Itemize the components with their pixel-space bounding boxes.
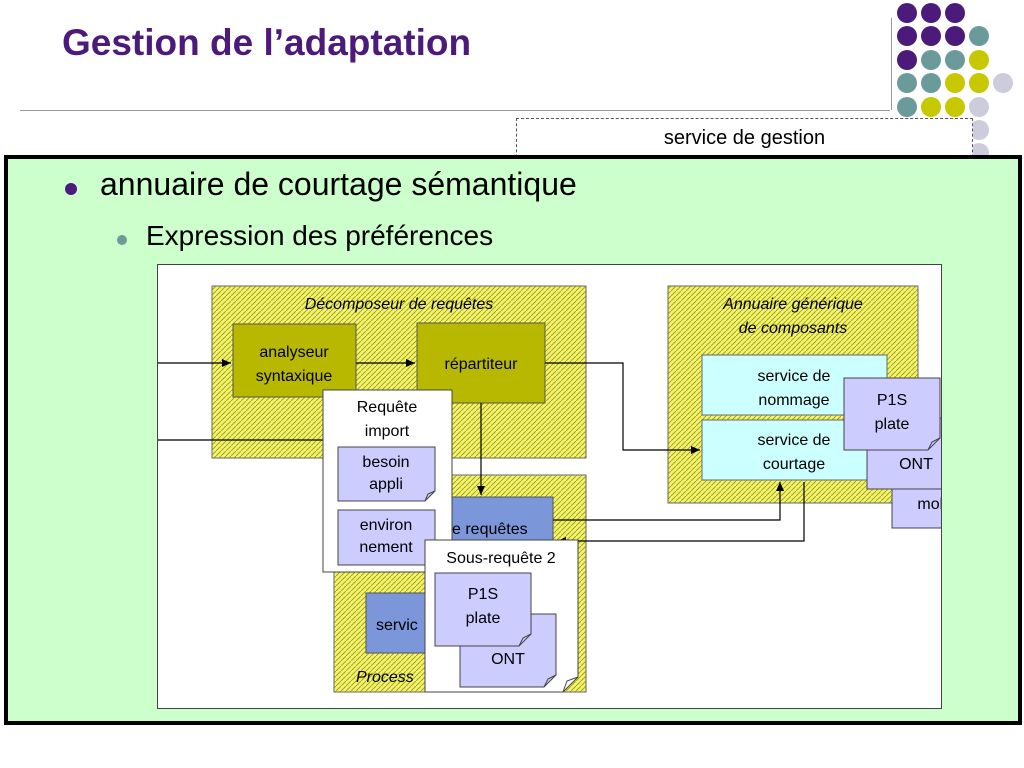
decor-dot [993,73,1013,93]
header-horizontal-rule [20,110,890,111]
besoin-appli-document [337,446,436,502]
decor-dot [921,26,941,46]
bullet-level2-text: Expression des préférences [146,220,494,251]
decor-dot [969,120,989,140]
decor-dot [969,97,989,117]
decor-dot [969,26,989,46]
annuaire-title-line1: Annuaire générique [722,296,863,313]
decor-dot [897,26,917,46]
repartiteur-to-courtage-arrow [545,362,700,454]
bullet-level1-icon [65,183,77,195]
besoin-appli-fold [424,490,436,502]
analyseur-line1: analyseur [259,344,329,361]
p1s-bottom-line2: plate [466,610,501,627]
decor-dot [969,50,989,70]
p1s-plate-document-bottom [434,572,532,647]
requete-import-line1: Requête [357,399,418,416]
p1s-right-line1: P1S [877,392,907,409]
decor-dot [897,73,917,93]
ont-bottom-fold [543,674,557,688]
p1s-plate-document-right [843,377,941,451]
process-label: Process [356,669,414,686]
blue-service-label: servic [376,617,418,634]
requete-import-line2: import [365,423,410,440]
annuaire-title-line2: de composants [739,320,848,337]
service-nommage-line2: nommage [758,392,829,409]
decor-dot [945,26,965,46]
ont-bottom-label: ONT [491,651,525,668]
besoin-appli-line1: besoin [362,454,409,471]
bullet-level1-text: annuaire de courtage sémantique [100,166,577,202]
p1s-right-fold [927,437,941,451]
courtage-to-requetes-arrow [557,482,805,545]
decor-dot [945,73,965,93]
decor-dot [945,50,965,70]
decor-dot [897,97,917,117]
service-gestion-label: service de gestion [663,127,826,149]
architecture-diagram-svg: Annuaire générique de composants service… [65,285,989,693]
environnement-line1: environ [360,517,412,534]
architecture-diagram: Annuaire générique de composants service… [65,264,989,709]
p1s-right-line2: plate [875,416,910,433]
p1s-bottom-fold [518,633,532,647]
blue-service-box [365,592,437,654]
requetes-to-courtage-arrow [553,482,784,521]
header-vertical-rule [891,18,892,110]
decor-dot [897,50,917,70]
service-nommage-line1: service de [758,368,831,385]
sous-requete-label: Sous-requête 2 [446,550,556,567]
blue-requetes-label: e requêtes [452,521,528,538]
p1s-bottom-line1: P1S [468,586,498,603]
repartiteur-label: répartiteur [445,356,519,373]
environnement-line2: nement [359,539,413,556]
decor-dot [921,50,941,70]
decor-dot [921,73,941,93]
service-courtage-line1: service de [758,432,831,449]
decor-dot [921,3,941,23]
bullet-level2-icon [117,235,127,245]
decorative-dot-grid [0,0,1024,163]
decomposeur-title: Décomposeur de requêtes [305,296,494,313]
service-courtage-line2: courtage [763,456,825,473]
decor-dot [945,3,965,23]
decor-dot [945,97,965,117]
analyseur-syntaxique-box [232,323,357,398]
slide-title: Gestion de l’adaptation [62,22,472,63]
sous-requete-fold [562,676,579,693]
analyseur-line2: syntaxique [256,368,333,385]
besoin-appli-line2: appli [369,476,403,493]
decor-dot [921,97,941,117]
ont-right-label: ONT [899,456,933,473]
decor-dot [897,3,917,23]
mobile-label: mobile [917,496,941,513]
decor-dot [969,73,989,93]
